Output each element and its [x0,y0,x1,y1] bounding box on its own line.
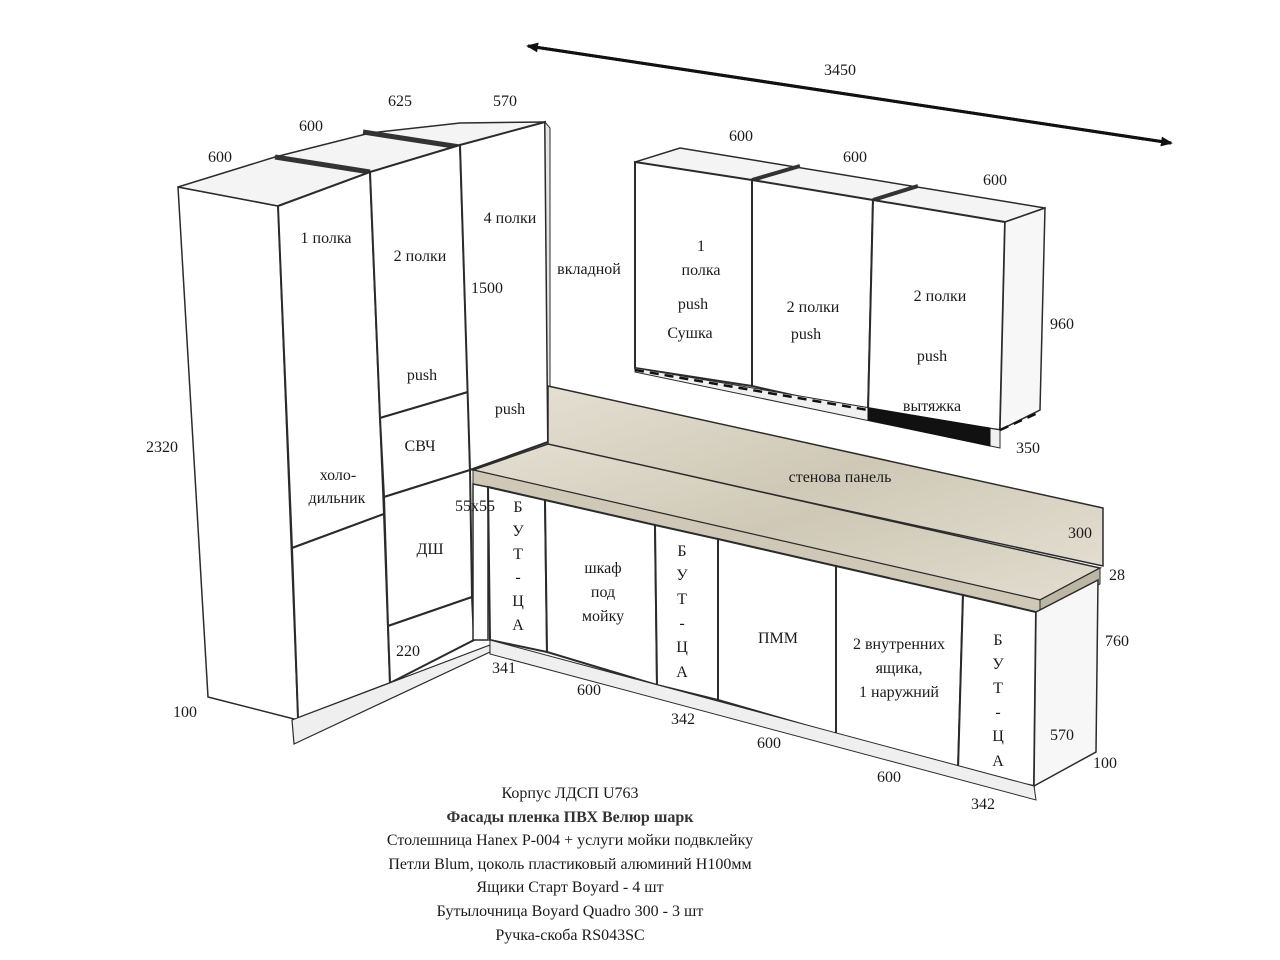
base-width-dim: 600 [877,769,901,786]
wall-door-2[interactable] [751,178,875,414]
drawers-label: 2 внутренних [853,636,945,653]
sink-label: шкаф [584,560,621,577]
wall-width-dim: 600 [729,128,753,145]
wall-2-label: 2 полки [787,299,840,316]
inset-label: вкладной [557,261,621,278]
bottle-3-letter: А [992,753,1004,770]
microwave-label: СВЧ [405,438,436,455]
fridge-lower-door[interactable] [290,512,392,720]
bottle-1-letter: У [512,523,524,540]
base-units [472,483,1099,801]
base-width-dim: 600 [577,682,601,699]
wall-height-dim: 960 [1050,316,1074,333]
wall-2-label: push [791,326,821,343]
wall-1-label: полка [682,262,721,279]
spec-notes: Корпус ЛДСП U763 Фасады пленка ПВХ Велюр… [0,782,1140,947]
base-width-dim: 342 [971,796,995,813]
base-side-panel [1033,578,1099,788]
sink-label: под [591,584,615,601]
right-upper-label: 4 полки [484,210,537,227]
base-width-dim: 600 [757,735,781,752]
bottle-2-letter: Б [677,543,686,560]
wall-panel-label: стенова панель [789,469,892,486]
labels: 3450 600 600 625 570 2320 100 1 полка хо… [146,62,1129,813]
tall-width-dim: 625 [388,93,412,110]
corner-post [472,483,489,641]
wall-depth-dim: 350 [1016,440,1040,457]
drawers-label: 1 наружний [859,684,939,701]
tall-width-dim: 600 [299,118,323,135]
bottle-3-letter: У [992,656,1004,673]
low-drawer-dim: 220 [396,643,420,660]
wall-1-label: Сушка [667,325,712,342]
wall-width-dim: 600 [983,172,1007,189]
wall-3-label: push [917,348,947,365]
tall-plinth-dim: 100 [173,704,197,721]
wall-width-dim: 600 [843,149,867,166]
bottle-1-letter: Б [513,499,522,516]
sink-label: мойку [582,608,624,625]
wall-3-label: 2 полки [914,288,967,305]
bottle-2-letter: А [676,664,688,681]
wall-panel [547,385,1104,567]
wall-units [634,147,1046,449]
bottle-3-letter: Т [993,680,1003,697]
mid-push-label: push [407,367,437,384]
base-height-dim: 760 [1105,633,1129,650]
panel-height-dim: 300 [1068,525,1092,542]
hood-icon [867,407,991,447]
mid-upper-label: 2 полки [394,248,447,265]
note-line: Петли Blum, цоколь пластиковый алюминий … [388,855,752,873]
bottle-1-letter: - [515,569,520,586]
bottle-1-letter: А [512,617,524,634]
note-line: Корпус ЛДСП U763 [501,785,639,802]
fridge-upper-label: 1 полка [301,230,352,247]
hood-label: вытяжка [903,398,961,415]
tall-width-dim: 570 [493,93,517,110]
tall-units [177,120,551,745]
oven-label: ДШ [416,541,443,558]
base-depth-dim: 570 [1050,727,1074,744]
right-height-dim: 1500 [471,280,503,297]
bottle-1-letter: Т [513,546,523,563]
wall-side-panel [999,206,1046,432]
wall-door-3[interactable] [866,198,1007,432]
wall-1-label: 1 [697,238,705,255]
bottle-3-letter: Б [993,632,1002,649]
dishwasher-label: ПММ [758,630,798,647]
note-line: Ящики Старт Boyard - 4 шт [476,879,664,897]
corner-dim: 55х55 [455,498,495,515]
right-push-label: push [495,401,525,418]
note-line: Бутылочница Boyard Quadro 300 - 3 шт [436,902,704,920]
base-plinth [489,639,1037,801]
tall-width-dim: 600 [208,149,232,166]
wall-1-label: push [678,296,708,313]
bottle-2-letter: - [679,615,684,632]
fridge-label: холо- [320,467,357,484]
base-width-dim: 342 [671,711,695,728]
note-line: Столешница Hanex P-004 + услуги мойки по… [386,832,754,850]
bottle-2-letter: Т [677,591,687,608]
note-line: Фасады пленка ПВХ Велюр шарк [446,808,694,826]
bottle-3-letter: Ц [992,728,1004,745]
base-width-dim: 341 [492,660,516,677]
bottle-2-letter: Ц [676,639,688,656]
tall-height-dim: 2320 [146,439,178,456]
base-plinth-dim: 100 [1093,755,1117,772]
note-line: Ручка-скоба RS043SC [495,926,645,944]
top-thickness-dim: 28 [1109,567,1125,584]
overall-width-dim: 3450 [824,62,856,79]
bottle-2-letter: У [676,567,688,584]
drawers-label: ящика, [876,660,923,677]
bottle-3-letter: - [995,704,1000,721]
bottle-1-letter: Ц [512,593,524,610]
fridge-label: дильник [309,490,366,507]
